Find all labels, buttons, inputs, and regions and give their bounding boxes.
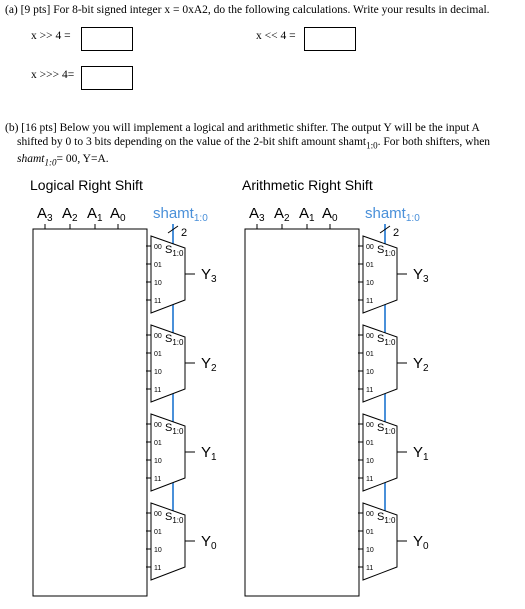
logical-mux-y2 xyxy=(150,324,186,403)
arithmetic-mux-y3-input-00: 00 xyxy=(366,244,374,251)
part-b-line2-sub: 1:0 xyxy=(366,140,378,151)
logical-input-label-a2: A2 xyxy=(62,205,78,224)
logical-mux-y2-input-10: 10 xyxy=(154,369,162,376)
part-b-line2: shifted by 0 to 3 bits depending on the … xyxy=(5,135,520,152)
logical-mux-select-label-y1: S1:0 xyxy=(165,422,184,436)
arithmetic-bus-width: 2 xyxy=(393,227,399,239)
part-b-question: (b) [16 pts] Below you will implement a … xyxy=(5,121,520,170)
logical-mux-select-label-y2: S1:0 xyxy=(165,333,184,347)
logical-mux-select-label-y0: S1:0 xyxy=(165,511,184,525)
logical-output-label-y1: Y1 xyxy=(201,444,217,463)
logical-mux-y0 xyxy=(150,502,186,581)
logical-mux-y3 xyxy=(150,235,186,314)
logical-bus-width: 2 xyxy=(181,227,187,239)
logical-mux-y1 xyxy=(150,413,186,492)
arithmetic-output-label-y2: Y2 xyxy=(413,355,429,374)
arithmetic-output-label-y3: Y3 xyxy=(413,266,429,285)
logical-mux-y3-input-10: 10 xyxy=(154,280,162,287)
logical-input-label-a0: A0 xyxy=(110,205,126,224)
part-b-line3: shamt1:0= 00, Y=A. xyxy=(5,152,520,169)
arithmetic-mux-select-label-y2: S1:0 xyxy=(377,333,396,347)
arithmetic-mux-y2-input-01: 01 xyxy=(366,351,374,358)
arithmetic-mux-y0-input-10: 10 xyxy=(366,547,374,554)
arithmetic-mux-select-label-y3: S1:0 xyxy=(377,244,396,258)
arithmetic-bus-slash xyxy=(379,225,391,234)
arithmetic-shamt-label: shamt1:0 xyxy=(365,205,420,224)
arithmetic-mux-y0-input-01: 01 xyxy=(366,529,374,536)
logical-output-label-y3: Y3 xyxy=(201,266,217,285)
q-logical-right-shift-label: x >>> 4= xyxy=(31,69,75,81)
q-right-shift-label: x >> 4 = xyxy=(31,30,71,42)
logical-input-label-a3: A3 xyxy=(37,205,53,224)
arithmetic-output-label-y0: Y0 xyxy=(413,533,429,552)
arithmetic-mux-y1-input-00: 00 xyxy=(366,422,374,429)
part-b-line1: (b) [16 pts] Below you will implement a … xyxy=(5,122,480,134)
logical-output-label-y0: Y0 xyxy=(201,533,217,552)
arithmetic-output-label-y1: Y1 xyxy=(413,444,429,463)
arithmetic-mux-y0-input-11: 11 xyxy=(366,565,373,572)
arithmetic-mux-y0-input-00: 00 xyxy=(366,511,374,518)
arithmetic-mux-y2-input-00: 00 xyxy=(366,333,374,340)
logical-mux-y0-input-01: 01 xyxy=(154,529,162,536)
arithmetic-mux-y2-input-11: 11 xyxy=(366,387,373,394)
logical-mux-y2-input-11: 11 xyxy=(154,387,161,394)
logical-input-box xyxy=(32,228,148,597)
answer-box-logical-right-shift[interactable] xyxy=(81,66,133,90)
part-b-line3-end: = 00, Y=A. xyxy=(56,153,109,166)
arithmetic-mux-y1-input-11: 11 xyxy=(366,476,373,483)
arithmetic-shifter-title: Arithmetic Right Shift xyxy=(242,177,373,193)
part-b-line2-text: shifted by 0 to 3 bits depending on the … xyxy=(17,136,367,148)
logical-mux-y0-input-00: 00 xyxy=(154,511,162,518)
arithmetic-mux-select-label-y1: S1:0 xyxy=(377,422,396,436)
logical-mux-select-label-y3: S1:0 xyxy=(165,244,184,258)
logical-mux-y3-input-01: 01 xyxy=(154,262,162,269)
arithmetic-mux-y3-input-01: 01 xyxy=(366,262,374,269)
arithmetic-input-label-a3: A3 xyxy=(249,205,265,224)
logical-mux-y3-input-11: 11 xyxy=(154,298,161,305)
arithmetic-input-label-a0: A0 xyxy=(322,205,338,224)
logical-mux-y2-input-01: 01 xyxy=(154,351,162,358)
part-b-line2-end: . For both shifters, when xyxy=(377,136,491,148)
logical-mux-y1-input-01: 01 xyxy=(154,440,162,447)
logical-mux-y3-input-00: 00 xyxy=(154,244,162,251)
logical-mux-y1-input-11: 11 xyxy=(154,476,161,483)
arithmetic-mux-y1-input-01: 01 xyxy=(366,440,374,447)
answer-box-left-shift[interactable] xyxy=(304,27,356,51)
logical-shifter-title: Logical Right Shift xyxy=(30,177,143,193)
logical-mux-y0-input-11: 11 xyxy=(154,565,161,572)
arithmetic-mux-y2 xyxy=(362,324,398,403)
logical-output-label-y2: Y2 xyxy=(201,355,217,374)
arithmetic-mux-y1 xyxy=(362,413,398,492)
arithmetic-input-label-a1: A1 xyxy=(299,205,315,224)
logical-shamt-label: shamt1:0 xyxy=(153,205,208,224)
part-b-line3-text: shamt xyxy=(17,153,45,166)
logical-mux-y1-input-10: 10 xyxy=(154,458,162,465)
logical-mux-y0-input-10: 10 xyxy=(154,547,162,554)
arithmetic-mux-y3-input-10: 10 xyxy=(366,280,374,287)
logical-mux-y2-input-00: 00 xyxy=(154,333,162,340)
arithmetic-mux-y0 xyxy=(362,502,398,581)
arithmetic-mux-y2-input-10: 10 xyxy=(366,369,374,376)
arithmetic-input-label-a2: A2 xyxy=(274,205,290,224)
arithmetic-mux-y3-input-11: 11 xyxy=(366,298,373,305)
part-b-line3-sub: 1:0 xyxy=(44,157,57,168)
arithmetic-mux-y1-input-10: 10 xyxy=(366,458,374,465)
arithmetic-mux-y3 xyxy=(362,235,398,314)
logical-input-label-a1: A1 xyxy=(87,205,103,224)
logical-bus-slash xyxy=(167,225,179,234)
q-left-shift-label: x << 4 = xyxy=(256,30,296,42)
answer-box-right-shift[interactable] xyxy=(81,27,133,51)
part-a-question: (a) [9 pts] For 8-bit signed integer x =… xyxy=(5,4,490,16)
arithmetic-input-box xyxy=(244,228,360,597)
arithmetic-mux-select-label-y0: S1:0 xyxy=(377,511,396,525)
logical-mux-y1-input-00: 00 xyxy=(154,422,162,429)
